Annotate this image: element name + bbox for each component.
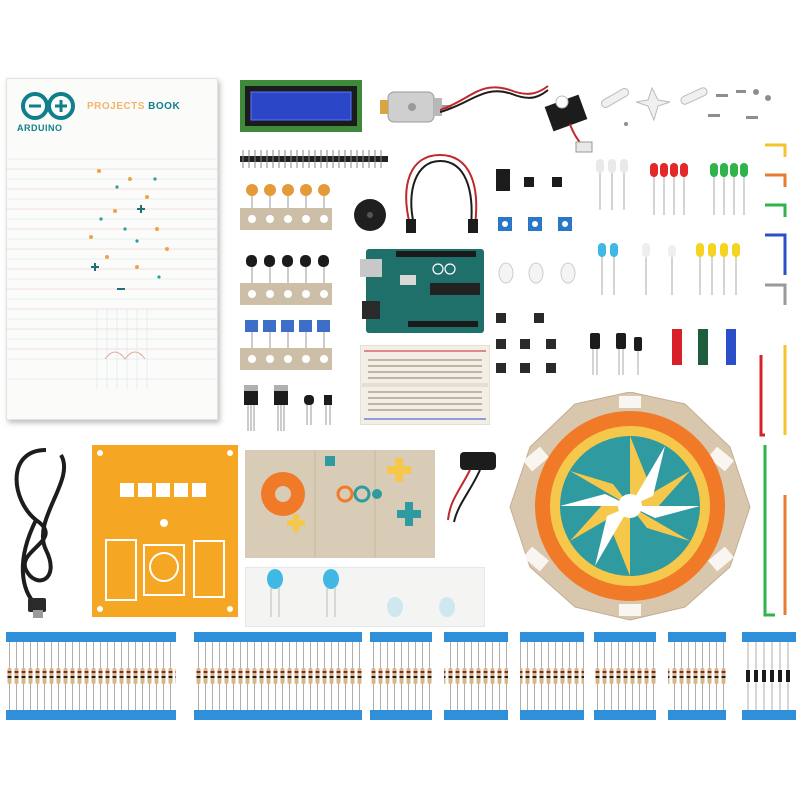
resistor-strip-4 [444,632,508,720]
transistors-strip [240,255,332,305]
jumper-wires-pair [405,153,478,233]
breadboard [360,345,490,425]
resistor-strip-3 [370,632,432,720]
resistor-strip-7 [668,632,726,720]
jumper-wires-set [759,143,787,617]
pushbuttons-and-sensors [496,262,576,373]
piezo-buzzer [354,199,386,231]
orange-acrylic-panel [92,445,238,617]
resistor-strip-1 [6,632,176,720]
book-title-part2: BOOK [144,101,181,112]
voltage-regulators [244,385,332,431]
cardboard-controller [245,450,435,558]
book-cover-pattern [7,158,217,389]
resistor-strip-5 [520,632,584,720]
arduino-uno-board [360,249,484,333]
film-capacitors-strip [240,320,332,370]
ceramic-capacitors-strip [240,184,332,230]
resistor-strip-2 [194,632,362,720]
servo-horns-and-screws [600,86,771,126]
diode-strip [742,632,796,720]
leds-assortment [596,159,748,295]
electrolytic-capacitors-and-gels [590,329,736,375]
battery-clip [447,452,496,523]
servo-motor [544,94,593,153]
ics-and-potentiometers [496,169,572,231]
projects-book: ARDUINO PROJECTS BOOK [6,78,218,420]
usb-cable [14,448,67,618]
cardboard-zoetrope-wheel [509,392,751,621]
motor-wires [440,85,549,113]
resistor-strip-6 [594,632,656,720]
lcd-display [240,80,362,132]
book-brand-label: ARDUINO [17,123,63,133]
book-title: PROJECTS BOOK [87,101,180,112]
arduino-infinity-logo-icon [21,92,75,120]
pin-header [240,150,388,168]
book-title-part1: PROJECTS [87,101,145,112]
paper-strip-with-leds [245,567,485,627]
resistor-strips [6,632,796,720]
